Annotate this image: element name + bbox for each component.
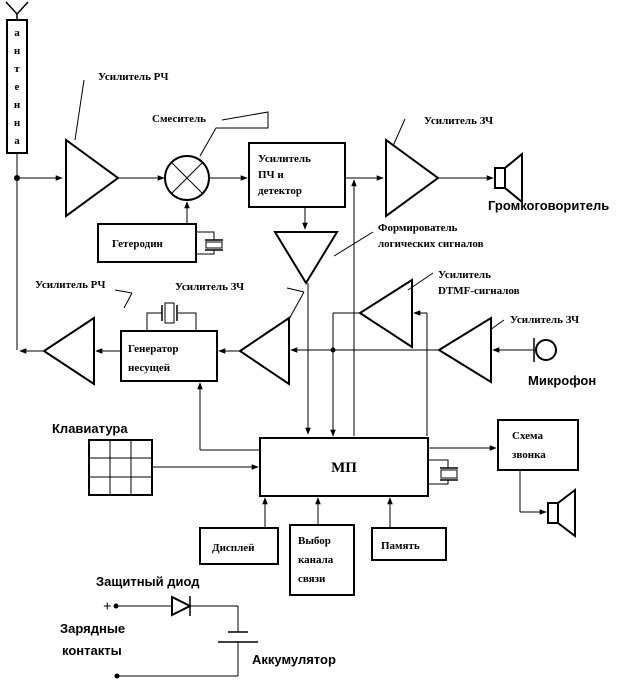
af-amp-tx2-label: Усилитель ЗЧ (510, 314, 579, 326)
svg-text:т: т (14, 63, 20, 75)
diode-icon (171, 595, 193, 617)
af-amp-tx1-label: Усилитель ЗЧ (175, 281, 244, 293)
af-amp-tx (238, 316, 290, 386)
keyboard-icon (88, 439, 153, 496)
svg-text:е: е (15, 81, 20, 93)
svg-text:Генератор: Генератор (128, 343, 178, 355)
charge-contacts-label-2: контакты (62, 643, 122, 658)
svg-text:Формирователь: Формирователь (378, 222, 458, 234)
svg-text:а: а (14, 135, 20, 147)
carrier-generator (120, 330, 218, 382)
quartz-crystal-icon (196, 231, 223, 255)
svg-text:н: н (14, 45, 21, 57)
svg-text:Схема: Схема (512, 430, 543, 442)
rf-amp-rx (65, 138, 120, 218)
battery-label: Аккумулятор (252, 652, 336, 667)
diode-label: Защитный диод (96, 574, 200, 589)
af-amp-rx (385, 138, 440, 218)
speaker-label: Громкоговоритель (488, 198, 609, 213)
svg-text:несущей: несущей (128, 362, 171, 374)
svg-text:ПЧ и: ПЧ и (258, 169, 284, 181)
svg-text:н: н (14, 117, 21, 129)
svg-text:а: а (14, 27, 20, 39)
charge-contacts-label-1: Зарядные (60, 621, 125, 636)
quartz-crystal-icon-2 (146, 302, 197, 331)
display-block (199, 527, 279, 565)
rf-amp-tx-label: Усилитель РЧ (35, 279, 105, 291)
svg-text:Усилитель: Усилитель (258, 153, 311, 165)
mixer (164, 155, 210, 201)
speaker-icon (494, 151, 523, 205)
dtmf-amp (358, 278, 413, 349)
plus-sign: + (103, 599, 112, 615)
keyboard-label: Клавиатура (52, 421, 128, 436)
svg-text:МП: МП (331, 460, 357, 476)
svg-text:Память: Память (381, 540, 420, 552)
antenna: а н т е н н а (5, 1, 29, 154)
svg-text:детектор: детектор (258, 185, 302, 197)
svg-text:связи: связи (298, 573, 326, 585)
svg-text:логических сигналов: логических сигналов (378, 238, 484, 250)
battery-icon (218, 631, 258, 643)
ringer-speaker-icon (547, 487, 576, 539)
memory-block (371, 527, 447, 561)
logic-signal-shaper (273, 231, 339, 285)
svg-text:DTMF-сигналов: DTMF-сигналов (438, 285, 520, 297)
svg-text:звонка: звонка (512, 449, 546, 461)
svg-text:канала: канала (298, 554, 334, 566)
svg-text:н: н (14, 99, 21, 111)
svg-text:Гетеродин: Гетеродин (112, 238, 164, 250)
svg-text:Выбор: Выбор (298, 535, 331, 547)
channel-select-block (289, 524, 355, 596)
rf-amp-tx (42, 316, 95, 386)
svg-text:Усилитель: Усилитель (438, 269, 491, 281)
quartz-crystal-icon-3 (428, 459, 458, 485)
ring-circuit (497, 419, 579, 471)
mp-microprocessor (259, 437, 429, 497)
af-amp-tx-mic (437, 316, 492, 384)
if-amp-detector (248, 142, 346, 208)
microphone-icon (533, 338, 557, 362)
af-amp-rx-label: Усилитель ЗЧ (424, 115, 493, 127)
svg-text:Дисплей: Дисплей (212, 542, 255, 554)
local-oscillator (97, 223, 197, 263)
microphone-label: Микрофон (528, 373, 596, 388)
rf-amp-rx-label: Усилитель РЧ (98, 71, 168, 83)
antenna-letters: а н т е н н а (14, 27, 21, 147)
mixer-label: Смеситель (152, 113, 206, 125)
